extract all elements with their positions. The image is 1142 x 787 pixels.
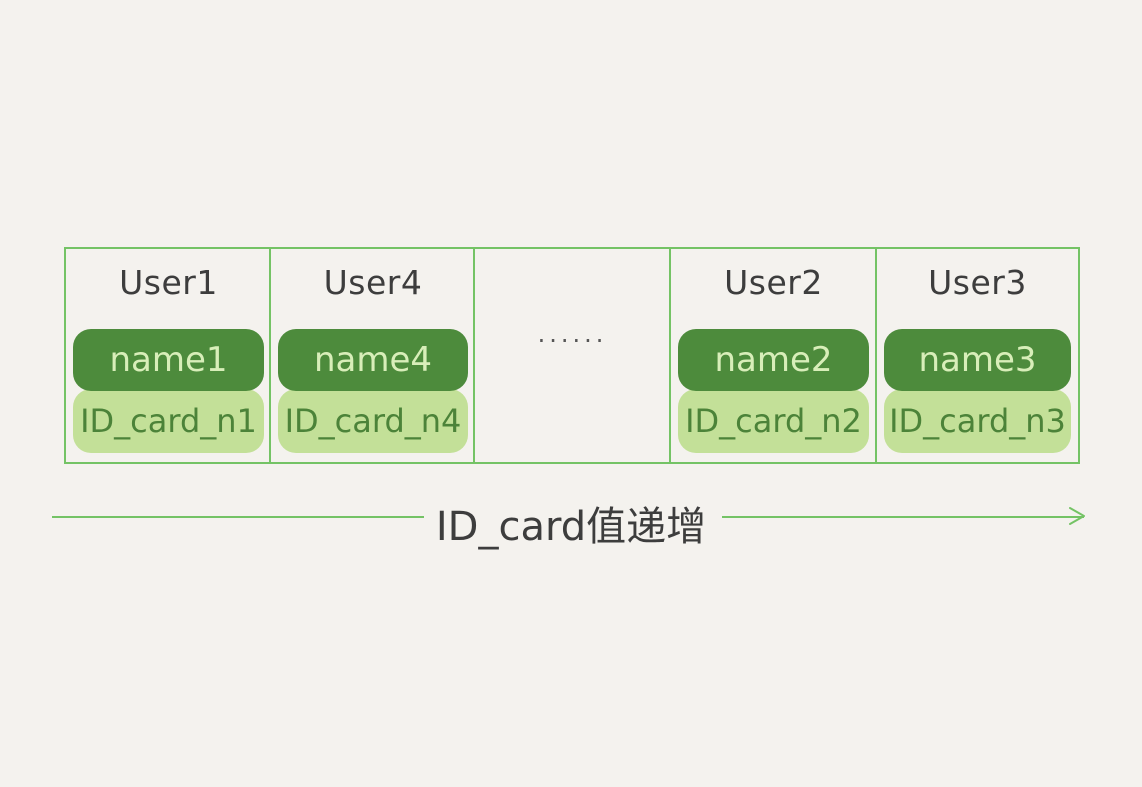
name-pill: name2: [678, 329, 869, 391]
name-pill: name1: [73, 329, 264, 391]
record-cell-user3: User3 name3 ID_card_n3: [877, 249, 1078, 462]
user-label: User4: [323, 263, 423, 302]
record-cell-user2: User2 name2 ID_card_n2: [671, 249, 876, 462]
axis-line-right: [722, 516, 1084, 518]
axis-line-left: [52, 516, 424, 518]
id-card-pill: ID_card_n4: [278, 389, 468, 453]
arrow-right-icon: [1069, 507, 1085, 525]
record-cell-user4: User4 name4 ID_card_n4: [271, 249, 475, 462]
name-pill: name3: [884, 329, 1071, 391]
user-label: User3: [928, 263, 1027, 302]
id-card-pill: ID_card_n3: [884, 389, 1071, 453]
cell-divider: [669, 247, 671, 464]
ellipsis: ······: [537, 327, 608, 355]
records-row: User1 name1 ID_card_n1 User4 name4 ID_ca…: [64, 247, 1080, 464]
user-label: User2: [724, 263, 823, 302]
axis-label: ID_card值递增: [435, 504, 707, 550]
cell-divider: [269, 247, 271, 464]
user-label: User1: [119, 263, 218, 302]
record-cell-user1: User1 name1 ID_card_n1: [66, 249, 271, 462]
cell-divider: [473, 247, 475, 464]
id-card-pill: ID_card_n1: [73, 389, 264, 453]
cell-divider: [875, 247, 877, 464]
ellipsis-cell: ······: [475, 249, 670, 462]
name-pill: name4: [278, 329, 468, 391]
id-card-pill: ID_card_n2: [678, 389, 869, 453]
